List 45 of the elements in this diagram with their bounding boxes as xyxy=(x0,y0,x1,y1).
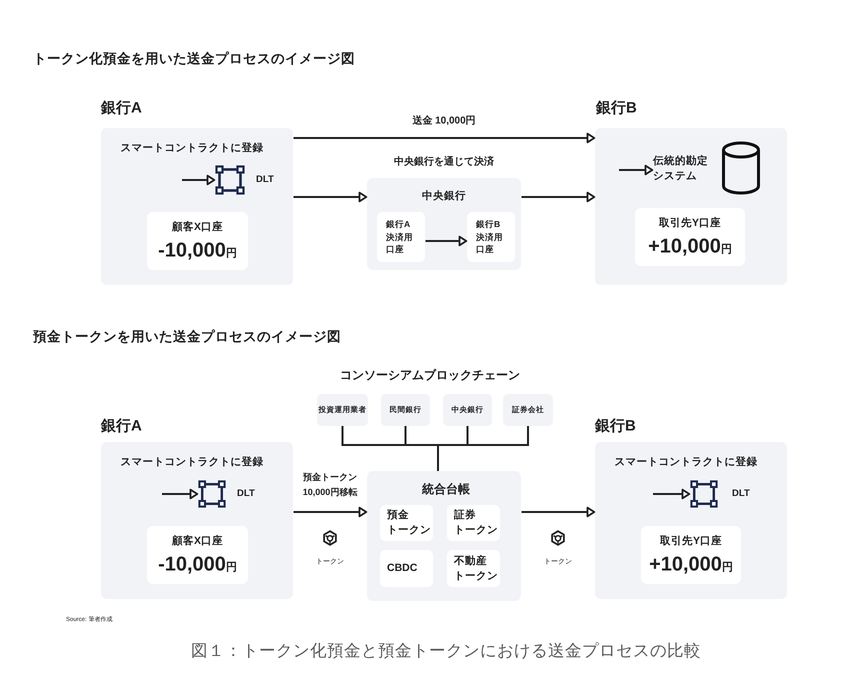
arrow xyxy=(426,236,468,246)
token-box: 預金トークン xyxy=(380,505,433,541)
group-heading: コンソーシアムブロックチェーン xyxy=(340,367,520,383)
arrow xyxy=(182,174,216,186)
arrow xyxy=(522,192,596,202)
arrow xyxy=(294,132,596,144)
panel xyxy=(367,471,521,601)
arrow xyxy=(653,488,690,500)
arrow xyxy=(162,488,198,500)
token-box: 証券トークン xyxy=(447,505,500,541)
amount-text: -10,000円 xyxy=(158,238,237,263)
panel-heading: 中央銀行 xyxy=(422,189,466,203)
edge-label: 送金 10,000円 xyxy=(410,114,478,128)
panel-subtitle: スマートコントラクトに登録 xyxy=(120,455,264,469)
section-title: トークン化預金を用いた送金プロセスのイメージ図 xyxy=(33,50,355,68)
arrow xyxy=(294,192,368,202)
panel-heading: 銀行A xyxy=(101,98,142,117)
panel-subtitle: スマートコントラクトに登録 xyxy=(614,455,758,469)
arrow xyxy=(522,506,596,518)
panel-heading: 銀行A xyxy=(101,416,142,435)
section-title: 預金トークンを用いた送金プロセスのイメージ図 xyxy=(33,328,341,346)
icon-label: DLT xyxy=(237,488,255,500)
arrow xyxy=(619,164,654,176)
account-name: 顧客X口座 xyxy=(172,220,223,234)
icon-label: DLT xyxy=(256,174,274,186)
account-box: 銀行A決済用口座 xyxy=(377,212,425,262)
figure-caption: 図１：トークン化預金と預金トークンにおける送金プロセスの比較 xyxy=(191,641,701,662)
panel-heading: 統合台帳 xyxy=(422,481,470,497)
group-heading: 中央銀行を通じて決済 xyxy=(394,156,494,168)
account-name: 取引先Y口座 xyxy=(659,216,721,230)
account-name: 顧客X口座 xyxy=(172,534,223,548)
amount-text: -10,000円 xyxy=(158,552,237,577)
token-box: 不動産トークン xyxy=(447,550,500,587)
panel-heading: 銀行B xyxy=(596,98,637,117)
account-name: 取引先Y口座 xyxy=(660,534,722,548)
panel-heading: 銀行B xyxy=(595,416,636,435)
connector-line xyxy=(437,426,529,471)
amount-text: +10,000円 xyxy=(648,234,732,259)
system-label: 伝統的勘定システム xyxy=(653,154,708,184)
token-box: CBDC xyxy=(380,550,433,587)
amount-text: +10,000円 xyxy=(649,552,733,577)
arrow xyxy=(294,506,368,518)
account-box: 銀行B決済用口座 xyxy=(467,212,515,262)
icon-label: DLT xyxy=(732,488,750,500)
panel-subtitle: スマートコントラクトに登録 xyxy=(120,141,264,155)
